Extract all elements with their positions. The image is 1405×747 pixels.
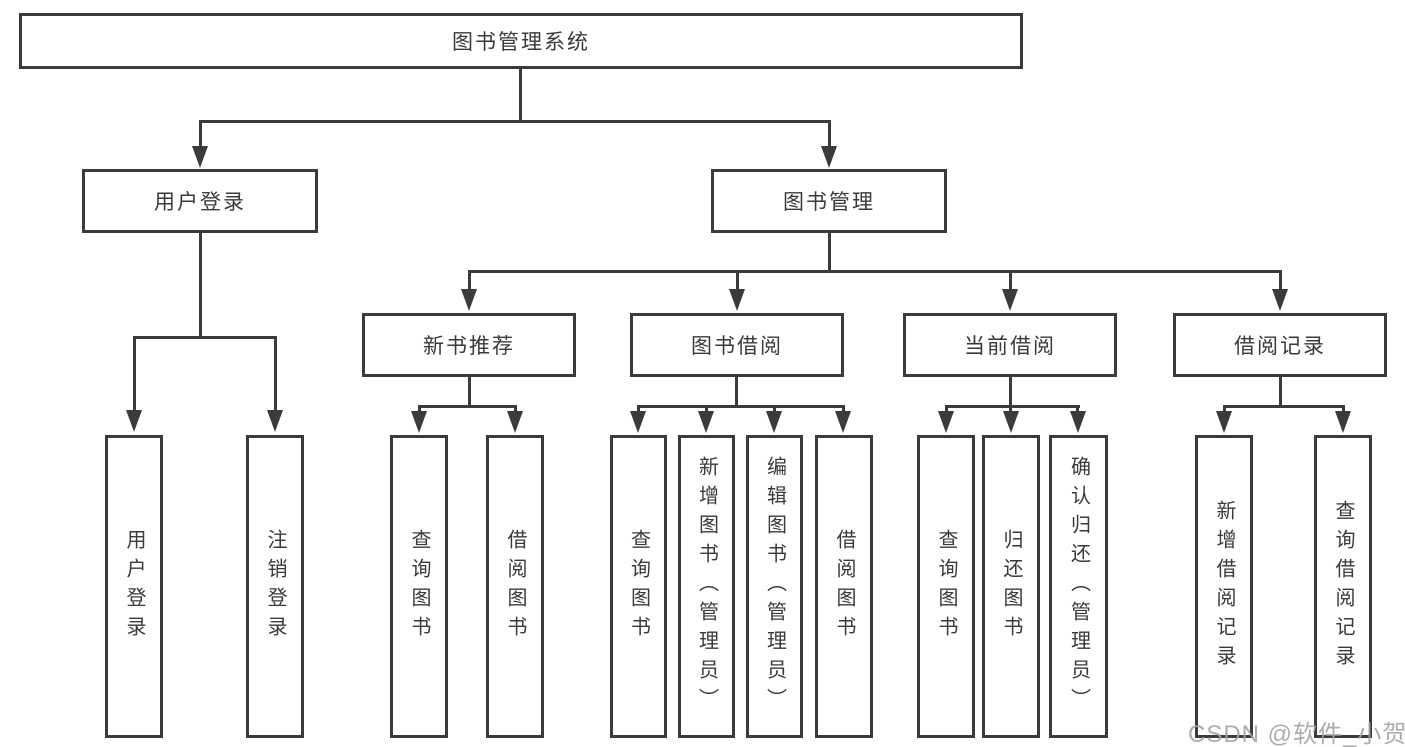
leaf-user-login-label: 用户登录 xyxy=(123,528,145,645)
node-user-login: 用户登录 xyxy=(82,169,318,233)
connector-line xyxy=(274,336,277,412)
connector-line xyxy=(199,120,202,148)
leaf-logout: 注销登录 xyxy=(246,435,304,738)
connector-line xyxy=(945,405,948,413)
leaf-return-books-label: 归还图书 xyxy=(1000,528,1022,645)
connector-line xyxy=(1223,405,1345,408)
arrowhead-down-icon xyxy=(192,146,208,168)
connector-line xyxy=(1223,405,1226,413)
connector-line xyxy=(514,405,517,413)
connector-line xyxy=(1279,377,1282,408)
node-book-management: 图书管理 xyxy=(711,169,947,233)
connector-line xyxy=(1009,405,1012,413)
connector-line xyxy=(1076,405,1079,413)
arrowhead-down-icon xyxy=(1335,411,1351,433)
connector-line xyxy=(199,233,202,339)
connector-line xyxy=(468,270,1282,273)
leaf-add-borrow-record-label: 新增借阅记录 xyxy=(1213,499,1235,674)
leaf-query-books-current-label: 查询图书 xyxy=(935,528,957,645)
connector-line xyxy=(637,405,845,408)
leaf-user-login: 用户登录 xyxy=(105,435,163,738)
connector-line xyxy=(842,405,845,413)
node-current-borrowing: 当前借阅 xyxy=(903,313,1117,377)
arrowhead-down-icon xyxy=(1272,289,1288,311)
leaf-edit-books-admin: 编辑图书（管理员） xyxy=(746,435,803,738)
connector-line xyxy=(468,377,471,408)
leaf-query-borrow-record: 查询借阅记录 xyxy=(1314,435,1372,738)
arrowhead-down-icon xyxy=(267,410,283,432)
node-new-book-recommendation: 新书推荐 xyxy=(362,313,576,377)
arrowhead-down-icon xyxy=(461,289,477,311)
connector-line xyxy=(418,405,421,413)
csdn-watermark: CSDN @软件_小贺同学 xyxy=(1188,721,1405,747)
node-borrowing-records: 借阅记录 xyxy=(1173,313,1387,377)
leaf-edit-books-admin-label: 编辑图书（管理员） xyxy=(763,456,786,717)
arrowhead-down-icon xyxy=(126,410,142,432)
connector-line xyxy=(468,270,471,291)
connector-line xyxy=(705,405,708,413)
connector-line xyxy=(133,336,277,339)
node-library-management-system: 图书管理系统 xyxy=(19,13,1023,69)
leaf-confirm-return-admin-label: 确认归还（管理员） xyxy=(1067,456,1090,717)
leaf-add-books-admin-label: 新增图书（管理员） xyxy=(695,456,718,717)
arrowhead-down-icon xyxy=(835,411,851,433)
arrowhead-down-icon xyxy=(766,411,782,433)
leaf-confirm-return-admin: 确认归还（管理员） xyxy=(1049,435,1108,738)
connector-line xyxy=(828,120,831,148)
arrowhead-down-icon xyxy=(1216,411,1232,433)
arrowhead-down-icon xyxy=(1002,289,1018,311)
arrowhead-down-icon xyxy=(1003,411,1019,433)
connector-line xyxy=(736,270,739,291)
leaf-query-books-borrow: 查询图书 xyxy=(610,435,667,738)
connector-line xyxy=(418,405,517,408)
leaf-borrow-books-recommend: 借阅图书 xyxy=(486,435,544,738)
connector-line xyxy=(199,120,831,123)
connector-line xyxy=(1279,270,1282,291)
connector-line xyxy=(945,405,1080,408)
arrowhead-down-icon xyxy=(729,289,745,311)
connector-line xyxy=(773,405,776,413)
arrowhead-down-icon xyxy=(698,411,714,433)
leaf-query-books-current: 查询图书 xyxy=(917,435,975,738)
leaf-query-books-recommend: 查询图书 xyxy=(390,435,448,738)
leaf-borrow-books: 借阅图书 xyxy=(815,435,873,738)
arrowhead-down-icon xyxy=(938,411,954,433)
leaf-borrow-books-recommend-label: 借阅图书 xyxy=(504,528,526,645)
leaf-query-borrow-record-label: 查询借阅记录 xyxy=(1332,499,1354,674)
node-book-borrowing: 图书借阅 xyxy=(630,313,844,377)
leaf-return-books: 归还图书 xyxy=(982,435,1040,738)
leaf-logout-label: 注销登录 xyxy=(264,528,286,645)
arrowhead-down-icon xyxy=(630,411,646,433)
connector-line xyxy=(828,233,831,273)
leaf-query-books-borrow-label: 查询图书 xyxy=(627,528,650,645)
leaf-add-borrow-record: 新增借阅记录 xyxy=(1195,435,1253,738)
connector-line xyxy=(133,336,136,412)
arrowhead-down-icon xyxy=(821,146,837,168)
leaf-add-books-admin: 新增图书（管理员） xyxy=(678,435,735,738)
connector-line xyxy=(637,405,640,413)
arrowhead-down-icon xyxy=(1070,411,1086,433)
leaf-borrow-books-label: 借阅图书 xyxy=(833,528,855,645)
connector-line xyxy=(1009,377,1012,408)
connector-line xyxy=(519,69,522,123)
leaf-query-books-recommend-label: 查询图书 xyxy=(408,528,430,645)
arrowhead-down-icon xyxy=(507,411,523,433)
connector-line xyxy=(735,377,738,408)
connector-line xyxy=(1342,405,1345,413)
connector-line xyxy=(1009,270,1012,291)
arrowhead-down-icon xyxy=(411,411,427,433)
